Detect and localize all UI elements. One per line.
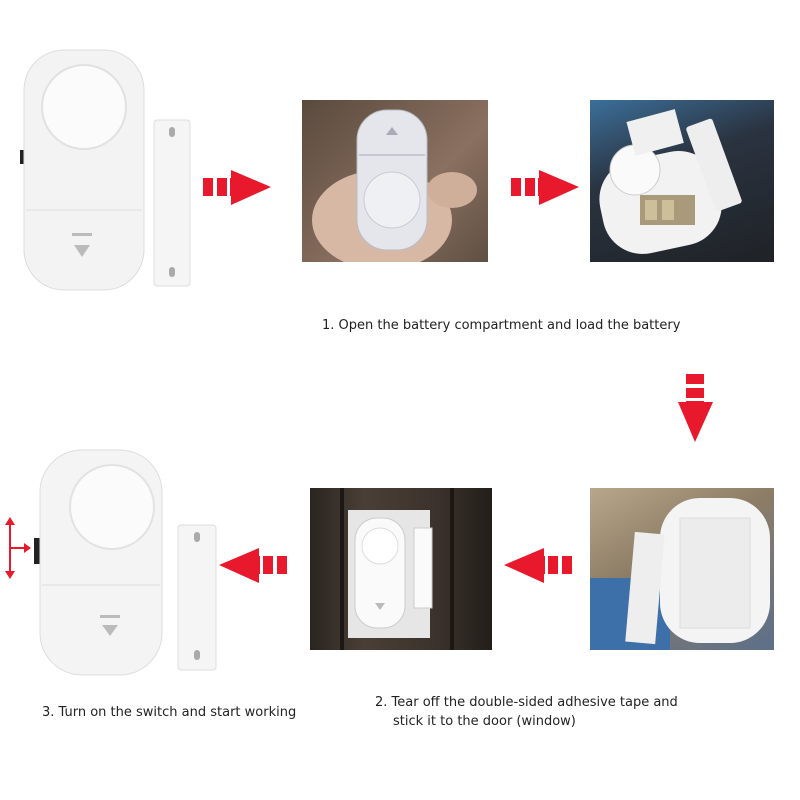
alarm-device-bottom — [0, 445, 225, 680]
step2-caption-line1: 2. Tear off the double-sided adhesive ta… — [375, 695, 678, 710]
photo-adhesive-tape — [590, 488, 774, 650]
step1-caption: 1. Open the battery compartment and load… — [322, 318, 681, 333]
arrow-down-icon — [676, 374, 716, 444]
switch-arrows-icon — [5, 517, 31, 579]
alarm-device-top — [14, 45, 194, 300]
photo-battery-compartment — [590, 100, 774, 262]
step3-caption: 3. Turn on the switch and start working — [42, 705, 297, 720]
step2-caption-line2: stick it to the door (window) — [393, 714, 576, 729]
photo-hand-holding-device — [302, 100, 488, 262]
arrow-left-icon — [217, 546, 287, 586]
photo-mounted-on-door — [310, 488, 492, 650]
arrow-right-icon — [511, 168, 581, 208]
arrow-right-icon — [203, 168, 273, 208]
arrow-left-icon — [502, 546, 572, 586]
